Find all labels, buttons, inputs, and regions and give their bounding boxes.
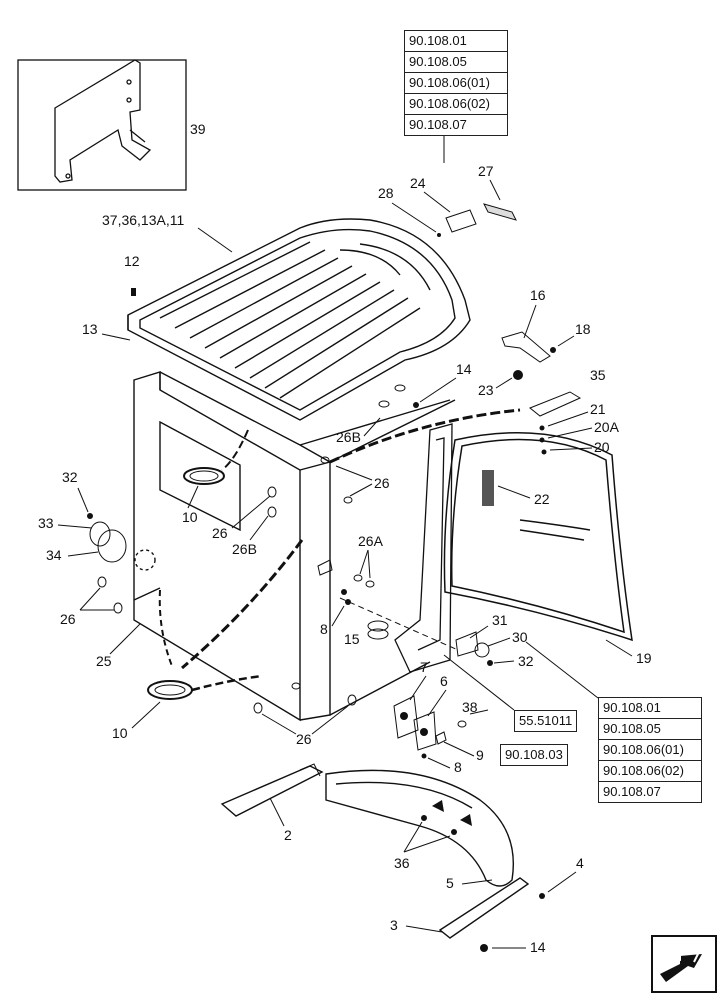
callout-31: 31 [492, 612, 508, 628]
ref-link[interactable]: 90.108.06(02) [405, 94, 507, 115]
callout-6: 6 [440, 673, 448, 689]
ref-link[interactable]: 90.108.06(02) [599, 761, 701, 782]
callout-15: 15 [344, 631, 360, 647]
callout-8-mid: 8 [320, 621, 328, 637]
ref-link[interactable]: 90.108.01 [599, 698, 701, 719]
callout-26-left: 26 [60, 611, 76, 627]
callout-24: 24 [410, 175, 426, 191]
callout-9: 9 [476, 747, 484, 763]
callout-25: 25 [96, 653, 112, 669]
callout-26-right: 26 [374, 475, 390, 491]
callout-14b: 14 [530, 939, 546, 955]
door-post-seal [394, 423, 453, 673]
callout-32-left: 32 [62, 469, 78, 485]
ref-link[interactable]: 90.108.05 [599, 719, 701, 740]
callout-16: 16 [530, 287, 546, 303]
callout-26a: 26A [358, 533, 384, 549]
inset-frame [17, 59, 187, 191]
callout-5: 5 [446, 875, 454, 891]
ref-link[interactable]: 90.108.01 [405, 31, 507, 52]
reference-box-right: 90.108.01 90.108.05 90.108.06(01) 90.108… [598, 697, 702, 803]
callout-19: 19 [636, 650, 652, 666]
callout-13: 13 [82, 321, 98, 337]
windshield-glass [443, 432, 633, 642]
callout-23: 23 [478, 382, 494, 398]
callout-20a: 20A [594, 419, 620, 435]
callout-26b-top: 26B [336, 429, 361, 445]
next-page-arrow-icon [651, 935, 717, 993]
callout-30: 30 [512, 629, 528, 645]
callout-20: 20 [594, 439, 610, 455]
callout-10-bot: 10 [112, 725, 128, 741]
callout-27: 27 [478, 163, 494, 179]
cab-frame [133, 371, 456, 722]
ref-link[interactable]: 90.108.06(01) [599, 740, 701, 761]
callout-26-mid: 26 [212, 525, 228, 541]
callout-8-bot: 8 [454, 759, 462, 775]
callout-37-36-13a-11: 37,36,13A,11 [102, 212, 184, 228]
callout-3: 3 [390, 917, 398, 933]
callout-22: 22 [534, 491, 550, 507]
callout-10-top: 10 [182, 509, 198, 525]
callout-33: 33 [38, 515, 54, 531]
ref-link[interactable]: 90.108.07 [603, 784, 661, 799]
callout-26-bot: 26 [296, 731, 312, 747]
ref-link-90-108-03[interactable]: 90.108.03 [500, 744, 568, 766]
callout-36: 36 [394, 855, 410, 871]
callout-7: 7 [420, 659, 428, 675]
callout-4: 4 [576, 855, 584, 871]
ref-link-55-51011[interactable]: 55.51011 [514, 710, 578, 732]
roof-panel [127, 218, 471, 421]
ref-link[interactable]: 90.108.07 [409, 117, 467, 132]
callout-35: 35 [590, 367, 606, 383]
callout-28: 28 [378, 185, 394, 201]
reference-box-top: 90.108.01 90.108.05 90.108.06(01) 90.108… [404, 30, 508, 136]
fender-panel [325, 769, 514, 887]
next-page-button[interactable] [650, 934, 718, 994]
callout-38: 38 [462, 699, 478, 715]
ref-link[interactable]: 90.108.05 [405, 52, 507, 73]
callout-32-right: 32 [518, 653, 534, 669]
callout-12: 12 [124, 253, 140, 269]
ref-link[interactable]: 90.108.06(01) [405, 73, 507, 94]
callout-39: 39 [190, 121, 206, 137]
callout-2: 2 [284, 827, 292, 843]
callout-21: 21 [590, 401, 606, 417]
callout-26b-mid: 26B [232, 541, 257, 557]
callout-18: 18 [575, 321, 591, 337]
callout-34: 34 [46, 547, 62, 563]
callout-14a: 14 [456, 361, 472, 377]
